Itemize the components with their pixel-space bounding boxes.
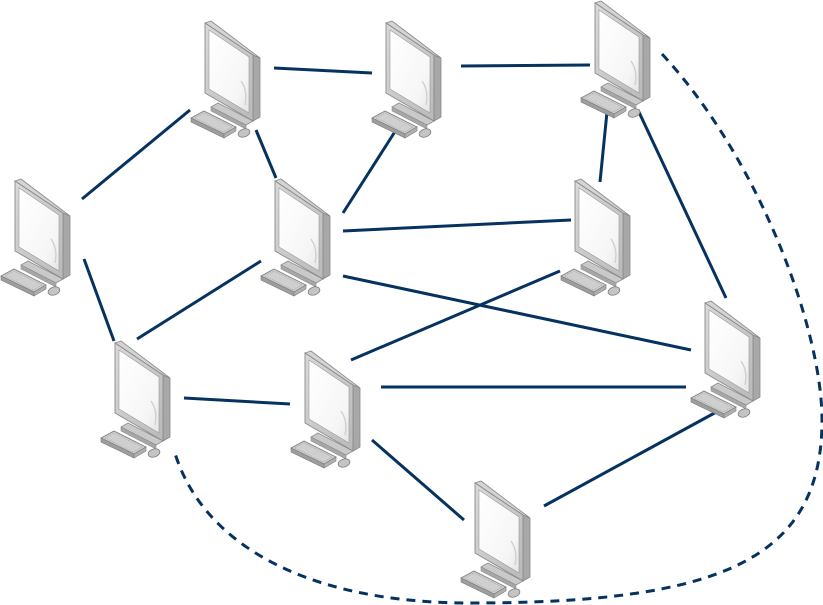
node-pc6[interactable] xyxy=(560,178,631,298)
node-pc2[interactable] xyxy=(371,20,442,140)
desktop-computer-icon xyxy=(690,300,761,420)
link-pc6-pc8 xyxy=(350,269,561,362)
desktop-computer-icon xyxy=(460,480,531,600)
link-pc9-pc10 xyxy=(543,408,721,508)
desktop-computer-icon xyxy=(190,20,261,140)
desktop-computer-icon xyxy=(560,178,631,298)
desktop-computer-icon xyxy=(580,0,651,120)
node-pc8[interactable] xyxy=(290,350,361,470)
link-pc1-pc5 xyxy=(254,129,278,179)
desktop-computer-icon xyxy=(100,340,171,460)
desktop-computer-icon xyxy=(260,178,331,298)
link-pc3-pc9 xyxy=(636,109,728,299)
link-pc3-pc6 xyxy=(598,101,610,183)
node-pc4[interactable] xyxy=(0,178,71,298)
links-layer xyxy=(81,52,823,605)
link-pc2-pc5 xyxy=(341,129,398,214)
link-pc2-pc3 xyxy=(460,63,591,68)
link-pc4-pc7 xyxy=(82,258,116,342)
link-pc3-pc7-dashed xyxy=(172,52,823,605)
link-pc5-pc7 xyxy=(136,259,262,341)
desktop-computer-icon xyxy=(290,350,361,470)
desktop-computer-icon xyxy=(371,20,442,140)
node-pc1[interactable] xyxy=(190,20,261,140)
node-pc10[interactable] xyxy=(460,480,531,600)
link-pc8-pc10 xyxy=(371,438,465,522)
desktop-computer-icon xyxy=(0,178,71,298)
node-pc5[interactable] xyxy=(260,178,331,298)
link-pc5-pc6 xyxy=(342,218,572,233)
node-pc7[interactable] xyxy=(100,340,171,460)
link-pc1-pc2 xyxy=(273,66,373,75)
link-pc7-pc8 xyxy=(183,396,291,406)
nodes-layer xyxy=(0,0,761,600)
node-pc3[interactable] xyxy=(580,0,651,120)
link-pc1-pc4 xyxy=(81,108,191,201)
node-pc9[interactable] xyxy=(690,300,761,420)
link-pc5-pc9 xyxy=(342,274,692,352)
